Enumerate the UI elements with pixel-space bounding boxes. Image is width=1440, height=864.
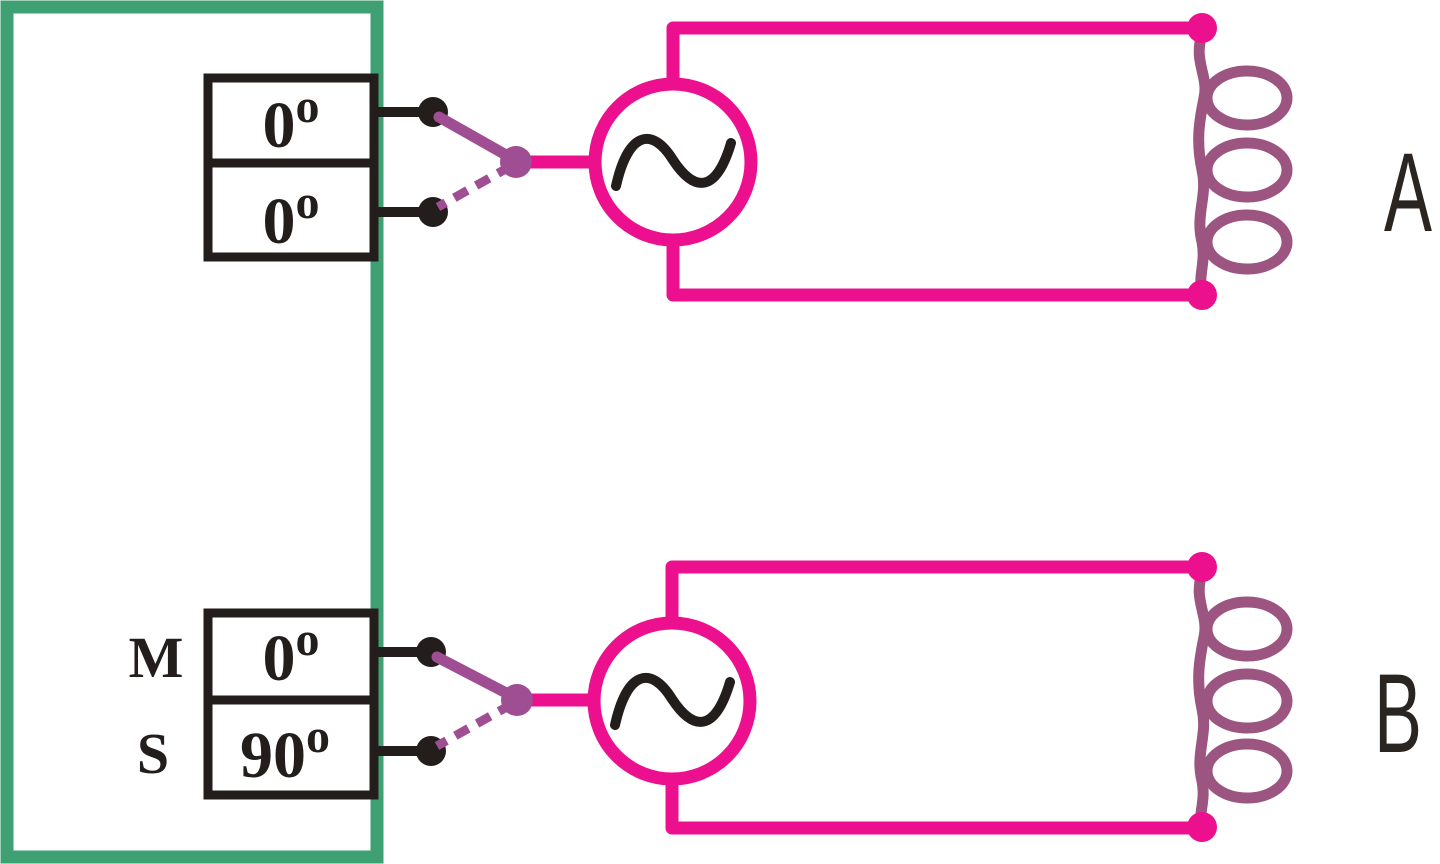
- sine-wave-icon: [611, 134, 736, 191]
- inductor-coil-turn: [1201, 65, 1293, 131]
- selector-switch-arm-alternate: [435, 162, 514, 211]
- phase-value-b-bottom: 90o: [240, 710, 330, 792]
- circuit-b-label: B: [1374, 651, 1422, 776]
- selector-switch-arm: [433, 111, 519, 165]
- inductor-coil-stem: [1193, 567, 1211, 827]
- row-label-m: M: [129, 625, 184, 690]
- phase-value-a-top: 0o: [263, 80, 320, 162]
- inductor-coil-turn: [1201, 137, 1293, 203]
- circuit-a: 0o 0o A: [203, 13, 1432, 310]
- sine-wave-icon: [610, 673, 735, 730]
- coil-terminal-dot-bottom: [1187, 812, 1217, 842]
- circuit-b-top-wire: [665, 560, 1202, 627]
- circuit-b: M S 0o 90o B: [129, 552, 1422, 842]
- switch-pivot-dot: [501, 684, 533, 716]
- coil-terminal-dot-top: [1187, 552, 1217, 582]
- inductor-coil-turn: [1201, 596, 1293, 662]
- circuit-a-top-wire: [666, 21, 1202, 88]
- switch-pivot-dot: [500, 146, 532, 178]
- circuit-a-label: A: [1384, 130, 1432, 255]
- inductor-coil-turn: [1201, 209, 1293, 275]
- coil-terminal-dot-top: [1187, 13, 1217, 43]
- phase-value-b-top: 0o: [263, 613, 320, 695]
- phase-value-a-bottom: 0o: [263, 176, 320, 258]
- coil-terminal-dot-bottom: [1187, 280, 1217, 310]
- circuit-a-bottom-wire: [666, 236, 1202, 302]
- inductor-coil-turn: [1201, 738, 1293, 804]
- circuit-b-bottom-wire: [665, 775, 1202, 835]
- selector-switch-arm-alternate: [434, 700, 515, 750]
- row-label-s: S: [137, 721, 169, 786]
- selector-switch-arm: [431, 651, 520, 703]
- inductor-coil-turn: [1201, 668, 1293, 734]
